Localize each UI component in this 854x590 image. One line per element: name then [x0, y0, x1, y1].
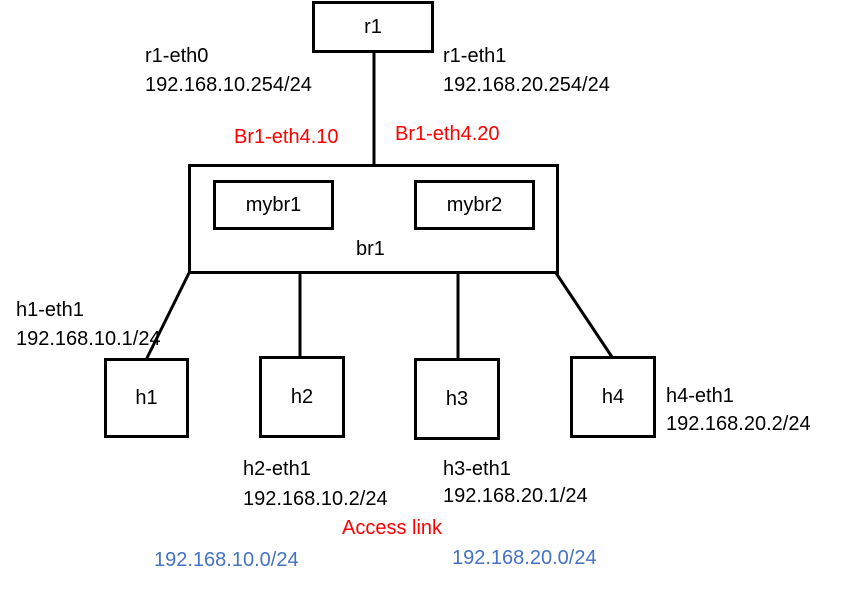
node-r1: r1 [312, 1, 434, 53]
access-link-label: Access link [342, 517, 443, 539]
r1-eth1-ip: 192.168.20.254/24 [443, 74, 610, 96]
r1-eth1-label: r1-eth1 [443, 45, 507, 67]
r1-eth0-label: r1-eth0 [145, 45, 209, 67]
r1-eth0-ip: 192.168.10.254/24 [145, 74, 312, 96]
h1-eth1-label: h1-eth1 [16, 299, 84, 321]
access-link-h1 [144, 272, 191, 361]
node-mybr2: mybr2 [414, 180, 535, 230]
h2-eth1-ip: 192.168.10.2/24 [243, 488, 388, 510]
h4-eth1-ip: 192.168.20.2/24 [666, 413, 811, 435]
h4-eth1-label: h4-eth1 [666, 385, 734, 407]
subnet-right-label: 192.168.20.0/24 [452, 547, 597, 569]
h3-eth1-ip: 192.168.20.1/24 [443, 485, 588, 507]
node-h2: h2 [259, 356, 345, 438]
node-h1: h1 [104, 358, 189, 438]
node-mybr1: mybr1 [213, 180, 334, 230]
subnet-left-label: 192.168.10.0/24 [154, 549, 299, 571]
h1-eth1-ip: 192.168.10.1/24 [16, 328, 161, 350]
node-h3: h3 [414, 358, 500, 440]
h2-eth1-label: h2-eth1 [243, 458, 311, 480]
access-link-h4 [554, 272, 614, 358]
node-h4: h4 [570, 356, 656, 438]
br1-label: br1 [356, 238, 385, 260]
br1-eth4-20-label: Br1-eth4.20 [395, 123, 500, 145]
br1-eth4-10-label: Br1-eth4.10 [234, 126, 339, 148]
h3-eth1-label: h3-eth1 [443, 458, 511, 480]
